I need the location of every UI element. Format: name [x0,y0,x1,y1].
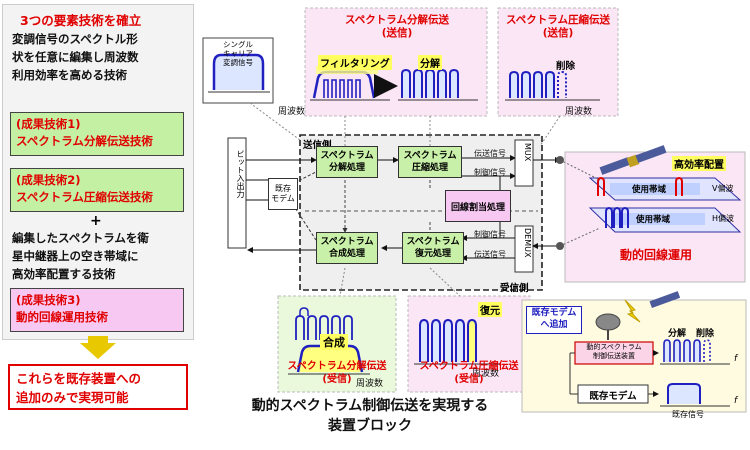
ctrl-signal-label-top: 制御信号 [474,168,506,177]
synth-label: 合成 [320,334,348,350]
single-carrier-label: シングル キャリア 変調信号 [223,40,253,67]
freq-label-4: 周波数 [472,369,500,379]
add-to-modem-box: 既存モデム へ追加 [526,306,582,334]
high-eff-label: 高効率配置 [672,156,726,171]
dish-antenna-icon [595,313,621,340]
spectrum-restore-block: スペクトラム復元処理 [402,232,464,264]
decomp-rx-title: スペクトラム分解伝送 (受信) [287,361,387,385]
demux-label: DEMUX [523,228,532,258]
spectrum-comp-block: スペクトラム圧縮処理 [398,146,462,178]
spectrum-decomp-block: スペクトラム分解処理 [316,146,378,178]
conclusion-box: これらを既存装置への 追加のみで実現可能 [8,364,188,410]
result-tech-2: (成果技術2) スペクトラム圧縮伝送技術 [10,168,184,212]
figure-caption: 動的スペクトラム制御伝送を実現する 装置ブロック [251,398,489,434]
satellite-icon [599,145,667,175]
down-arrow-icon [80,343,116,359]
freq-label-3: 周波数 [356,379,384,389]
down-arrow-stem [88,336,108,344]
band-used-label-2: 使用帯域 [636,215,671,225]
decomp-tx-title: スペクトラム分解伝送 (送信) [345,14,449,39]
send-side-label: 送信側 [303,137,332,151]
plus-sign: + [90,213,102,229]
delete-label: 削除 [556,61,576,72]
dyn-ctrl-device-label: 動的スペクトラム 制御伝送装置 [586,343,642,360]
summary-description-2: 編集したスペクトラムを衛 星中継器上の空き帯域に 高効率配置する技術 [12,231,149,281]
freq-label-1: 周波数 [278,107,306,117]
filtering-label: フィルタリング [318,55,392,70]
existing-modem-box: 既存モデム [268,178,298,210]
h-pol-label: H偏波 [712,214,735,223]
decomp-label: 分解 [418,55,442,70]
dyn-op-label: 動的回線運用 [620,248,693,262]
mux-label: MUX [523,143,532,162]
tx-signal-label-bottom: 伝送信号 [474,250,506,259]
line-assign-block: 回線割当処理 [445,190,511,222]
tx-signal-label-top: 伝送信号 [474,149,506,158]
decomp-small-label: 分解 [668,329,687,339]
f-axis-label-1: f [734,354,738,364]
bit-io-label: ビット入出力 [236,150,245,198]
antenna-icon [556,156,564,250]
f-axis-label-2: f [734,396,738,406]
existing-signal-label: 既存信号 [672,410,704,419]
delete-small-label: 削除 [696,329,715,339]
comp-tx-title: スペクトラム圧縮伝送 (送信) [506,14,610,39]
v-pol-label: V偏波 [712,184,734,193]
recv-side-label: 受信側 [500,283,529,294]
band-used-label-1: 使用帯域 [632,185,667,195]
ctrl-signal-label-bottom: 制御信号 [474,230,506,239]
comp-rx-title: スペクトラム圧縮伝送 (受信) [419,361,519,385]
summary-title: 3つの要素技術を確立 [20,13,142,28]
restore-label: 復元 [478,302,502,317]
freq-label-2: 周波数 [565,107,593,117]
existing-modem-bottom: 既存モデム [589,391,637,402]
summary-description: 変調信号のスペクトル形 状を任意に編集し周波数 利用効率を高める技術 [12,32,139,82]
result-tech-3: (成果技術3) 動的回線運用技術 [10,288,184,332]
result-tech-1: (成果技術1) スペクトラム分解伝送技術 [10,112,184,156]
spectrum-synth-block: スペクトラム合成処理 [316,232,378,264]
